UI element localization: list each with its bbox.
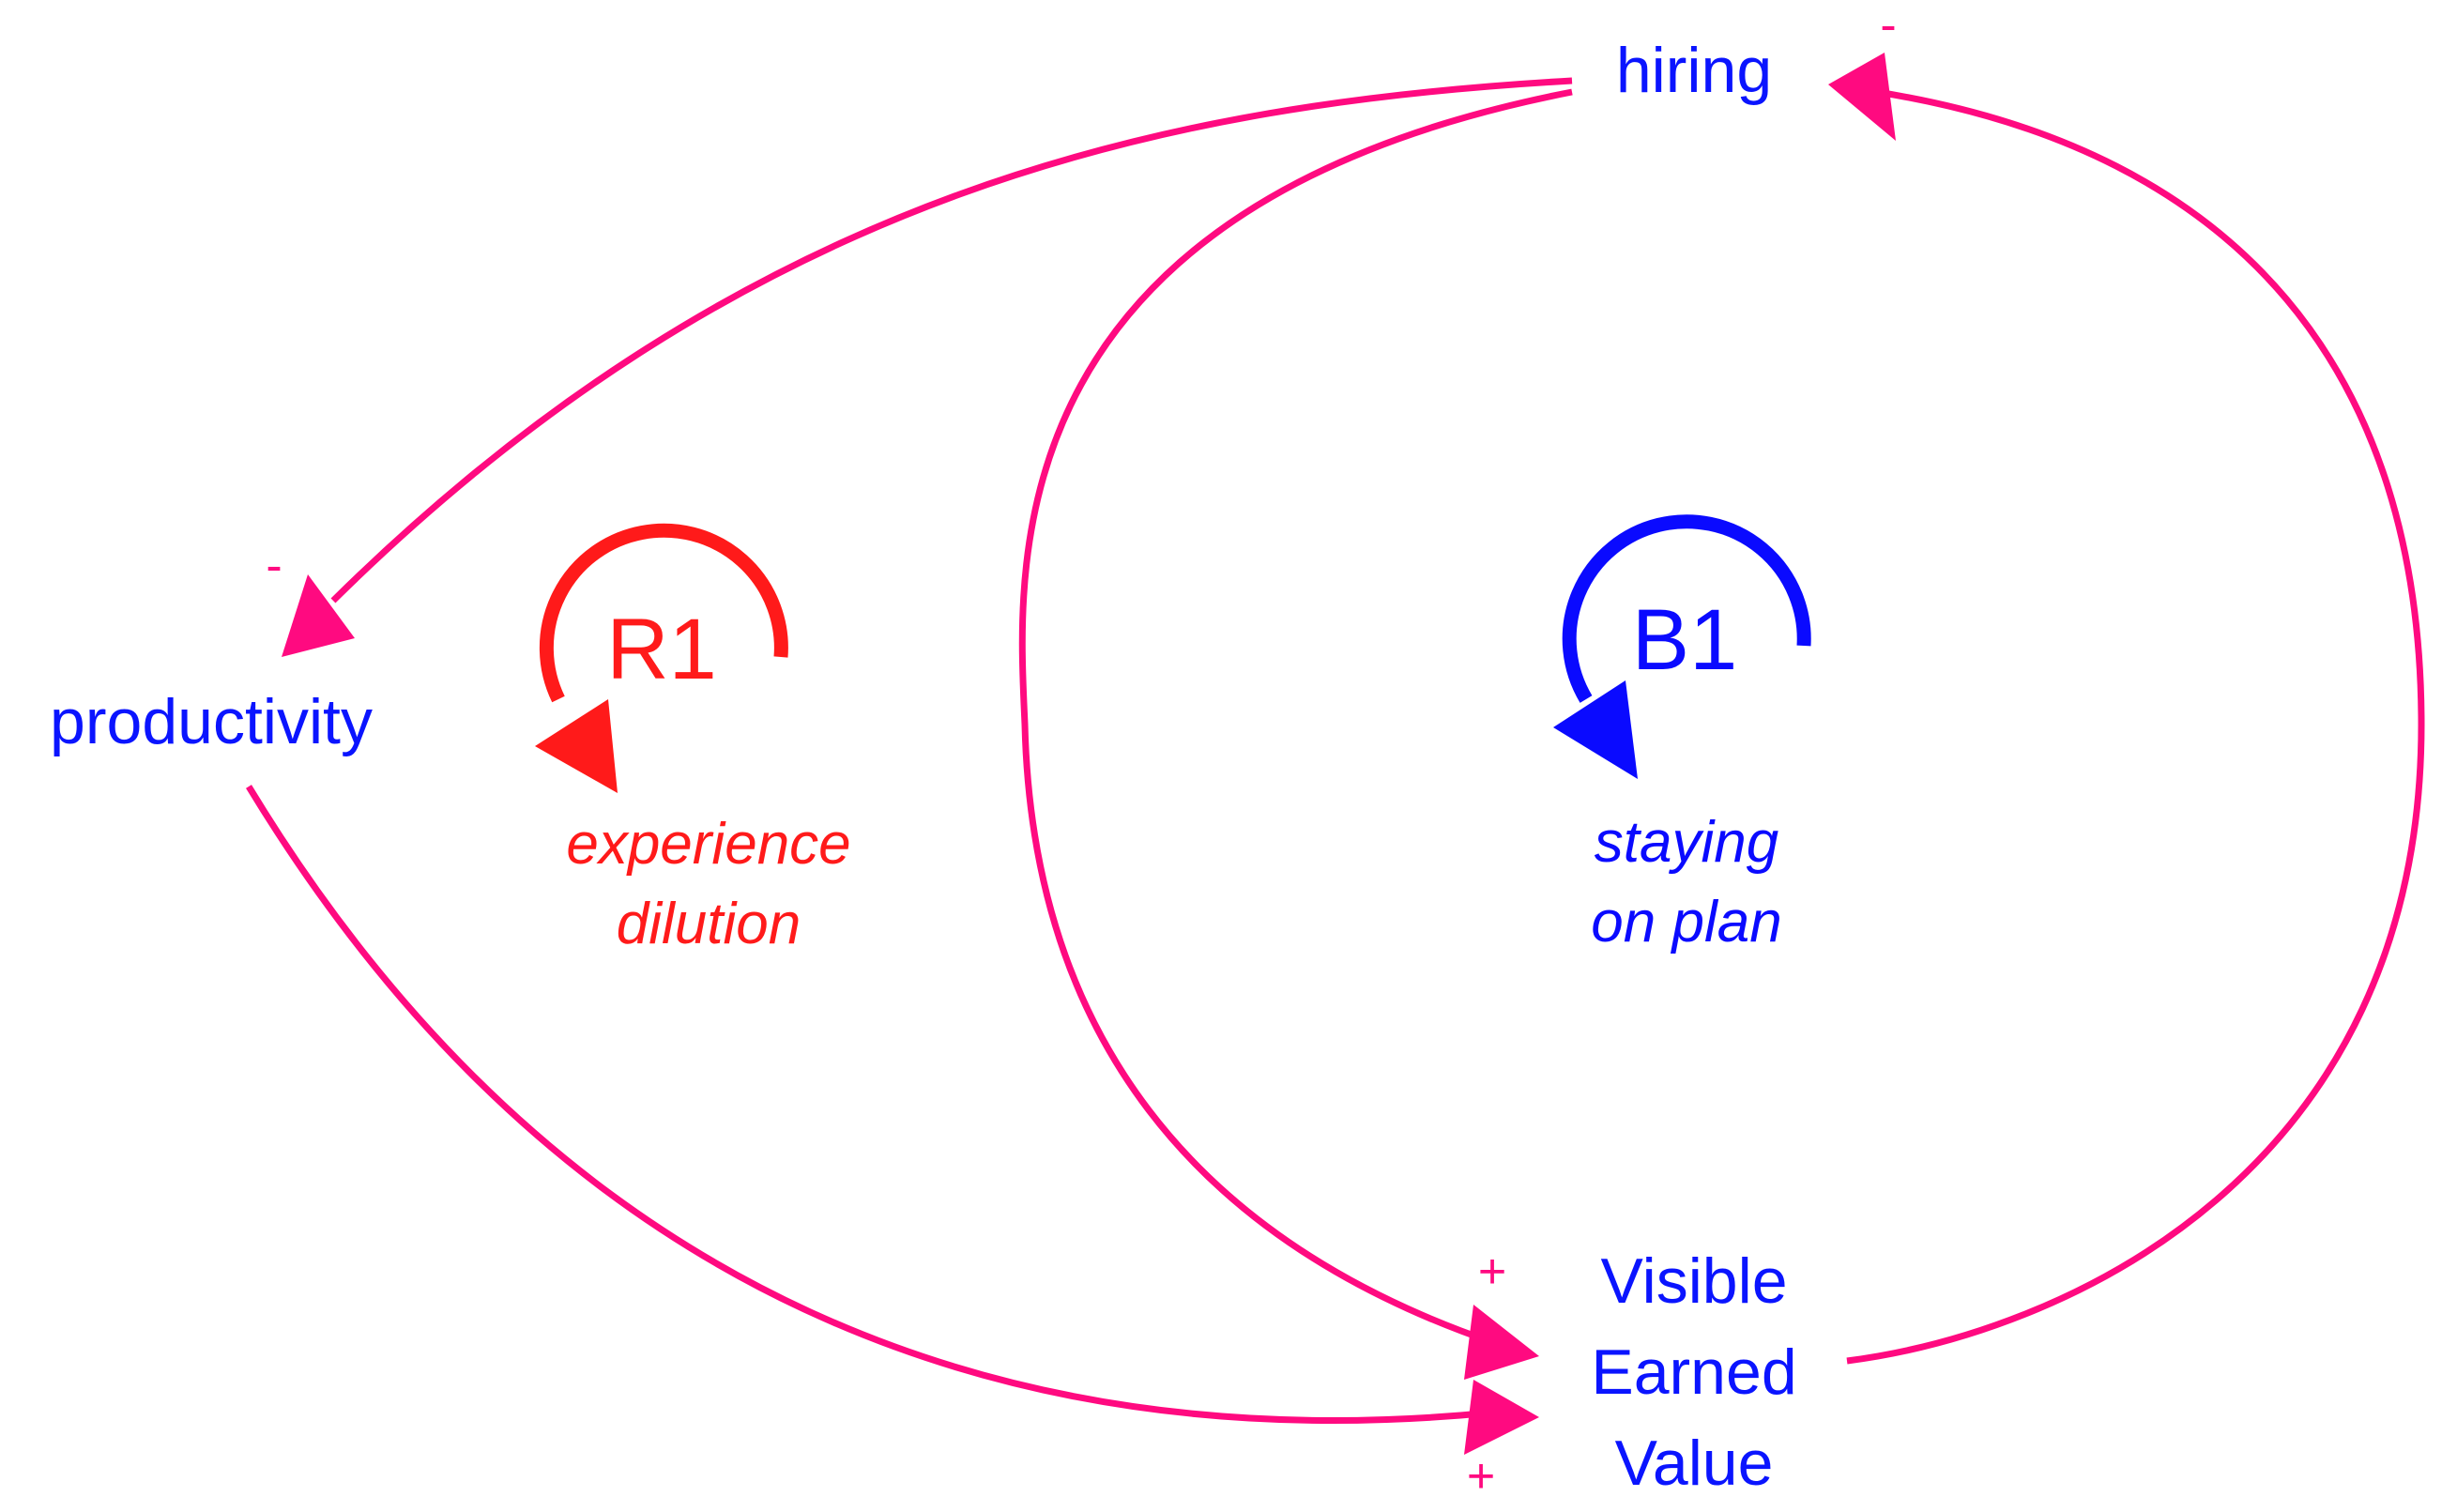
loop-id-b1: B1 bbox=[1632, 592, 1738, 688]
variable-hiring: hiring bbox=[1616, 35, 1772, 106]
b1-loop-arrowhead bbox=[1553, 680, 1638, 779]
arrowheads bbox=[282, 53, 1896, 1455]
polarity-signs: - - + + bbox=[266, 0, 1896, 1504]
variable-visible-earned-value-line-2: Earned bbox=[1591, 1336, 1796, 1408]
r1-loop-arrowhead bbox=[535, 699, 618, 793]
loop-name-b1-line-2: on plan bbox=[1591, 890, 1781, 955]
loop-name-b1-line-1: staying bbox=[1595, 810, 1778, 875]
link-hiring-to-visible-earned-value bbox=[1018, 88, 1573, 1346]
polarity-productivity-to-visible-earned-value: + bbox=[1467, 1449, 1495, 1504]
link-visible-earned-value-to-hiring bbox=[1846, 88, 2425, 1365]
variable-labels: hiring productivity Visible Earned Value bbox=[50, 35, 1797, 1499]
arrowhead-productivity bbox=[282, 574, 355, 657]
variable-productivity: productivity bbox=[50, 686, 373, 757]
variable-visible-earned-value-line-1: Visible bbox=[1600, 1245, 1787, 1317]
loop-labels: R1 experience dilution B1 staying on pla… bbox=[566, 592, 1781, 956]
arrowhead-hiring bbox=[1828, 53, 1896, 141]
b1-loop-arc bbox=[1562, 514, 1811, 703]
loop-name-r1-line-1: experience bbox=[566, 812, 850, 877]
link-productivity-to-visible-earned-value bbox=[246, 785, 1493, 1424]
arrowhead-visible-earned-value-upper bbox=[1464, 1305, 1539, 1380]
causal-links bbox=[246, 77, 2425, 1424]
r1-loop-arc bbox=[539, 523, 788, 703]
loop-marker-r1 bbox=[535, 523, 788, 793]
arrowhead-visible-earned-value-lower bbox=[1464, 1380, 1539, 1455]
polarity-visible-earned-value-to-hiring: - bbox=[1880, 0, 1896, 53]
loop-marker-b1 bbox=[1553, 514, 1811, 779]
polarity-hiring-to-visible-earned-value: + bbox=[1478, 1245, 1506, 1299]
loop-id-r1: R1 bbox=[606, 602, 717, 697]
loop-name-r1-line-2: dilution bbox=[617, 892, 801, 956]
link-hiring-to-productivity bbox=[330, 77, 1573, 603]
variable-visible-earned-value-line-3: Value bbox=[1615, 1428, 1774, 1499]
polarity-hiring-to-productivity: - bbox=[266, 539, 282, 593]
